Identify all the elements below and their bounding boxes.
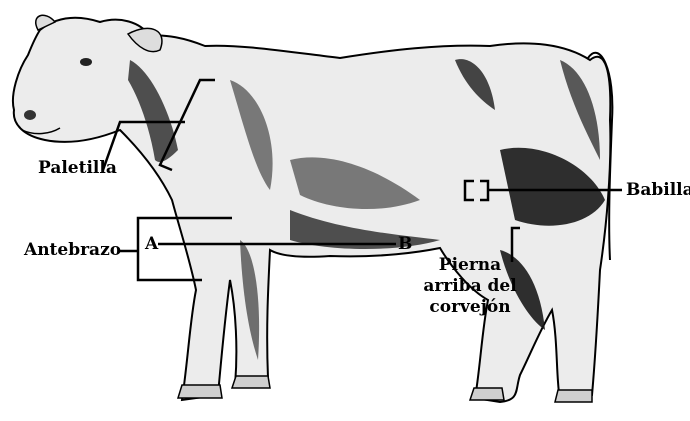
hooves (178, 376, 592, 402)
hoof-back-right (555, 390, 592, 402)
hoof-back-left (470, 388, 504, 400)
cow-nostril (24, 110, 36, 120)
label-pierna-line-3: corvejón (420, 298, 520, 317)
label-pierna-line-2: arriba del (416, 277, 524, 296)
label-babilla: Babilla (626, 181, 690, 200)
label-a: A (145, 235, 158, 254)
hoof-front-left (178, 385, 222, 398)
label-paletilla: Paletilla (38, 159, 117, 178)
label-antebrazo: Antebrazo (24, 241, 121, 260)
cow-eye (80, 58, 92, 66)
label-b: B (398, 235, 412, 254)
label-pierna-line-1: Pierna (430, 256, 510, 275)
hoof-front-right (232, 376, 270, 388)
